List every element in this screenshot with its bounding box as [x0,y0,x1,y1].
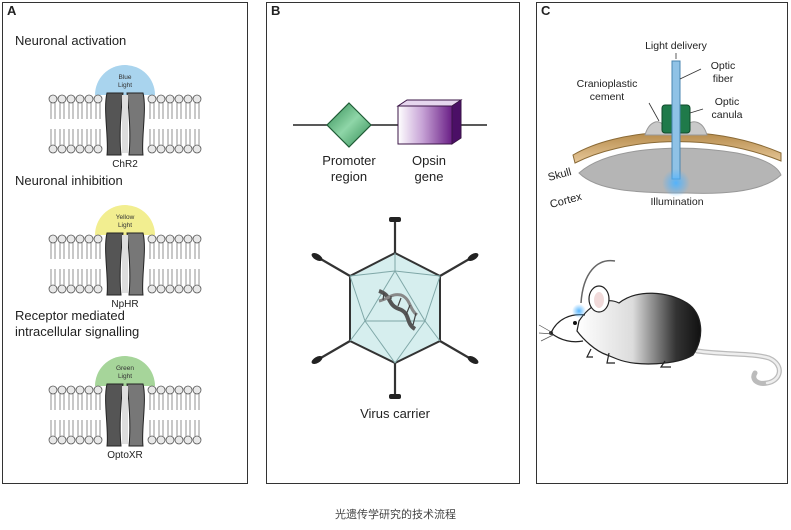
lipid-bilayer [48,94,202,154]
opsin-channel [105,383,145,447]
opsin-gene-box [397,105,453,145]
light-dome [95,356,155,386]
opsin-box-side [451,99,462,145]
leader-lines [648,53,704,122]
mouse-illustration [538,259,782,386]
promoter-diamond [326,102,372,148]
panel-c: C [536,2,788,484]
channel-label: ChR2 [112,159,138,170]
panel-c-label: C [541,3,551,18]
figure-caption: 光遗传学研究的技术流程 [335,508,456,521]
skull-label: Skull [547,166,573,184]
virus-carrier-label: Virus carrier [360,406,431,421]
skull-shape [572,131,782,164]
virus-spikes [318,221,472,395]
light-dome [95,65,155,95]
lipid-bilayer [48,234,202,294]
light-dome [95,205,155,235]
virus-spike-tips [311,217,479,399]
optic-fiber-shape [671,60,681,180]
membrane-title: Neuronal activation [15,33,126,48]
capsid-facets [349,253,441,364]
cortex-label: Cortex [549,191,584,211]
panel-b-label: B [271,3,281,18]
membrane-title: Neuronal inhibition [15,173,123,188]
illumination-glow [662,169,690,197]
channel-label: NpHR [111,299,138,310]
lipid-bilayer [48,385,202,445]
illumination-label: Illumination [650,196,703,208]
light-delivery-label: Light delivery [645,40,708,52]
opsin-box-top [396,99,463,107]
opsin-channel [105,92,145,156]
opsin-channel [105,232,145,296]
channel-label: OptoXR [107,450,143,461]
panel-a-label: A [7,3,17,18]
dna-helix-icon [378,289,419,331]
